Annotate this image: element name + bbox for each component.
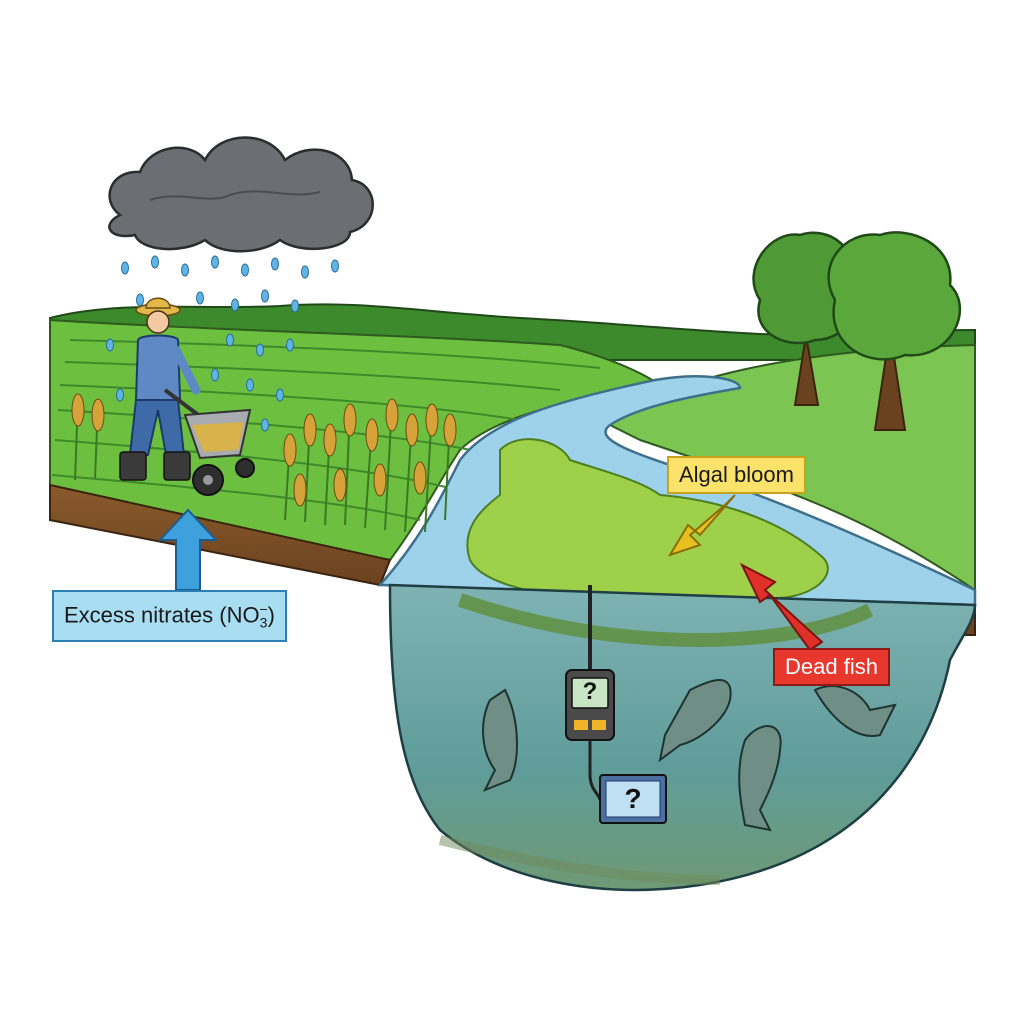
excess-nitrates-label: Excess nitrates (NO3−) — [52, 590, 287, 642]
storm-cloud-icon — [108, 136, 374, 253]
nitrates-close-paren: ) — [267, 602, 275, 628]
water-sensor-icon — [565, 585, 615, 801]
wheat-icon — [71, 393, 457, 533]
rain-drops — [106, 255, 339, 432]
nitrates-text: Excess nitrates (NO — [64, 602, 260, 628]
fertilizer-spreader-icon — [163, 388, 255, 496]
algal-bloom-arrow — [667, 494, 736, 557]
display-monitor-icon — [599, 774, 667, 824]
nitrates-subscript: 3 — [259, 614, 268, 631]
sensor-readout: ? — [582, 678, 598, 705]
farmer-icon — [119, 297, 201, 481]
nitrates-arrow — [157, 508, 219, 591]
crop-field — [49, 318, 663, 587]
display-readout: ? — [624, 783, 642, 814]
tree-icon — [827, 231, 962, 431]
dead-fish-arrow — [739, 562, 824, 652]
algae-mat — [466, 438, 829, 602]
algal-bloom-label: Algal bloom — [667, 456, 806, 494]
dead-fish-label: Dead fish — [773, 648, 890, 686]
nitrates-superscript: − — [259, 601, 268, 617]
fish-icon — [482, 679, 897, 832]
